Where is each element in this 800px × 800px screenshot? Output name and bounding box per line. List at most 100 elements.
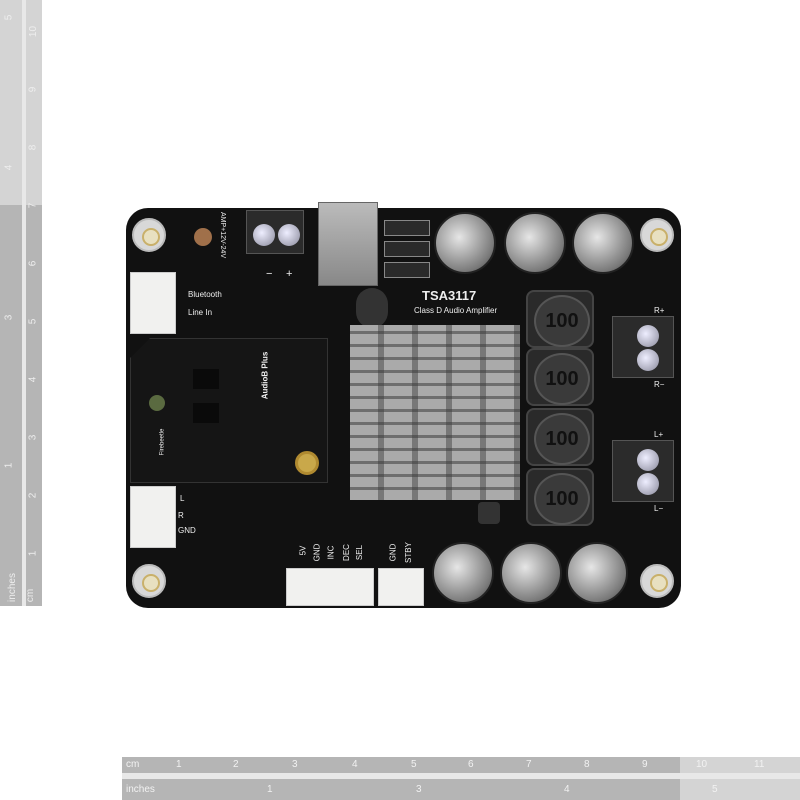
ruler-label: 4 xyxy=(27,376,39,383)
diode xyxy=(384,262,430,278)
ruler-label: 7 xyxy=(27,202,39,209)
bluetooth-module: AudioB Plus Firebeetle xyxy=(130,338,328,483)
heatsink xyxy=(350,325,520,500)
capacitor xyxy=(504,212,566,274)
ruler-label: 11 xyxy=(754,759,765,770)
potentiometer xyxy=(356,288,388,328)
inductor-marking: 100 xyxy=(534,353,590,405)
ruler-unit-inches: inches xyxy=(126,784,155,795)
inductor: 100 xyxy=(526,290,594,348)
ruler-label: 9 xyxy=(27,86,39,93)
ruler-label: 4 xyxy=(564,784,570,795)
right-output-terminal xyxy=(612,316,674,378)
ruler-unit-cm: cm xyxy=(25,588,37,603)
ruler-label: 2 xyxy=(233,759,239,770)
module-sub-label: Firebeetle xyxy=(159,428,166,456)
mounting-hole xyxy=(132,218,166,252)
power-label: AMP+12V-24V xyxy=(219,212,226,259)
screw-icon xyxy=(637,449,659,471)
label-r: R xyxy=(178,511,184,520)
label-l-plus: L+ xyxy=(654,430,664,439)
label-gnd: GND xyxy=(388,543,398,562)
label-inc: INC xyxy=(326,545,336,560)
screw-icon xyxy=(278,224,300,246)
standby-header xyxy=(378,568,424,606)
ruler-label: 3 xyxy=(3,314,15,321)
inductor-marking: 100 xyxy=(534,295,590,347)
ruler-label: 4 xyxy=(3,164,15,171)
inductor-marking: 100 xyxy=(534,413,590,465)
horizontal-ruler: cm inches 1 2 3 4 5 6 7 8 9 10 11 1 3 4 … xyxy=(122,757,800,800)
ruler-label: 7 xyxy=(526,759,532,770)
label-dec: DEC xyxy=(341,544,351,561)
diode xyxy=(384,220,430,236)
board-title: TSA3117 xyxy=(422,288,477,303)
amplifier-board: AMP+12V-24V − + TSA3117 Class D Audio Am… xyxy=(126,202,681,608)
capacitor xyxy=(566,542,628,604)
dc-jack xyxy=(318,202,378,286)
led xyxy=(149,395,165,411)
screw-icon xyxy=(637,325,659,347)
vertical-ruler: cm inches 1 2 3 4 5 6 7 8 9 10 1 3 4 5 xyxy=(0,0,42,606)
label-line-in: Line In xyxy=(188,308,213,317)
label-r-plus: R+ xyxy=(654,306,665,315)
capacitor xyxy=(434,212,496,274)
antenna-pad xyxy=(295,451,319,475)
screw-icon xyxy=(253,224,275,246)
label-gnd: GND xyxy=(312,543,322,562)
diode xyxy=(384,241,430,257)
ruler-label: 8 xyxy=(27,144,39,151)
ruler-label: 3 xyxy=(292,759,298,770)
ruler-label: 8 xyxy=(584,759,590,770)
chip xyxy=(193,369,219,389)
board-subtitle: Class D Audio Amplifier xyxy=(414,306,498,315)
ruler-label: 3 xyxy=(27,434,39,441)
label-r-minus: R− xyxy=(654,380,665,389)
ruler-label: 4 xyxy=(352,759,358,770)
inductor: 100 xyxy=(526,468,594,526)
label-l-minus: L− xyxy=(654,504,664,513)
screw-icon xyxy=(637,473,659,495)
label-gnd: GND xyxy=(178,526,196,535)
control-header xyxy=(286,568,374,606)
power-terminal xyxy=(246,210,304,254)
ruler-unit-inches: inches xyxy=(6,573,18,602)
ruler-label: 1 xyxy=(27,550,39,557)
polarity-minus: − xyxy=(266,268,273,280)
label-stby: STBY xyxy=(403,542,413,563)
ruler-label: 6 xyxy=(468,759,474,770)
label-l: L xyxy=(180,494,185,503)
ruler-label: 3 xyxy=(416,784,422,795)
ruler-label: 5 xyxy=(712,784,718,795)
ruler-label: 9 xyxy=(642,759,648,770)
ruler-label: 5 xyxy=(411,759,417,770)
capacitor xyxy=(572,212,634,274)
left-output-terminal xyxy=(612,440,674,502)
capacitor xyxy=(500,542,562,604)
audio-input-connector xyxy=(130,486,176,548)
ruler-label: 10 xyxy=(28,25,40,38)
ruler-label: 2 xyxy=(27,492,39,499)
test-pad xyxy=(194,228,212,246)
mounting-hole xyxy=(640,218,674,252)
inductor: 100 xyxy=(526,348,594,406)
screw-icon xyxy=(637,349,659,371)
inductor: 100 xyxy=(526,408,594,466)
ruler-label: 10 xyxy=(696,759,708,770)
mounting-hole xyxy=(132,564,166,598)
polarity-plus: + xyxy=(286,268,293,280)
inductor-marking: 100 xyxy=(534,473,590,525)
input-selector-connector xyxy=(130,272,176,334)
ruler-label: 1 xyxy=(176,759,182,770)
chip xyxy=(193,403,219,423)
ruler-label: 1 xyxy=(267,784,273,795)
ruler-label: 1 xyxy=(3,462,15,469)
capacitor xyxy=(432,542,494,604)
label-bluetooth: Bluetooth xyxy=(188,290,222,299)
mounting-hole xyxy=(640,564,674,598)
encoder-knob xyxy=(478,502,500,524)
ruler-label: 5 xyxy=(3,14,15,21)
ruler-unit-cm: cm xyxy=(126,759,140,770)
label-sel: SEL xyxy=(355,544,365,561)
label-5v: 5V xyxy=(298,545,308,556)
